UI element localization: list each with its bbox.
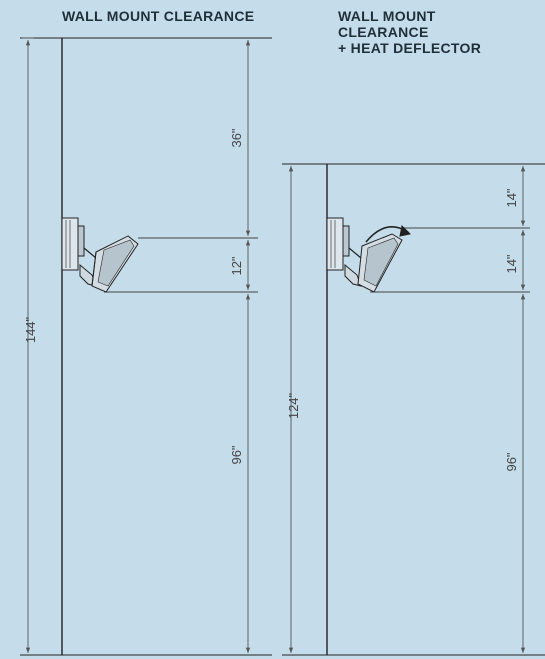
left-bottom-dim-label: 96" <box>229 445 244 464</box>
right-heater-dim-label: 14" <box>504 254 519 273</box>
right-top-dim-label: 14" <box>504 188 519 207</box>
right-panel: 124" 14" 14" 96" <box>282 163 545 656</box>
left-heater-graphic <box>61 217 139 293</box>
right-total-dim-label: 124" <box>286 392 301 419</box>
right-panel-title: WALL MOUNT CLEARANCE + HEAT DEFLECTOR <box>338 8 481 56</box>
left-heater-dim-label: 12" <box>229 256 244 275</box>
right-title-line-2: CLEARANCE <box>338 24 429 40</box>
right-bottom-dim-label: 96" <box>504 452 519 471</box>
right-title-line-1: WALL MOUNT <box>338 8 436 24</box>
right-heater-graphic <box>326 217 412 293</box>
right-title-line-3: + HEAT DEFLECTOR <box>338 40 482 56</box>
left-total-dim-label: 144" <box>23 316 38 343</box>
left-panel-title: WALL MOUNT CLEARANCE <box>62 8 255 24</box>
left-top-dim-label: 36" <box>229 128 244 147</box>
left-panel: 144" 36" 12" 96" <box>20 37 272 656</box>
